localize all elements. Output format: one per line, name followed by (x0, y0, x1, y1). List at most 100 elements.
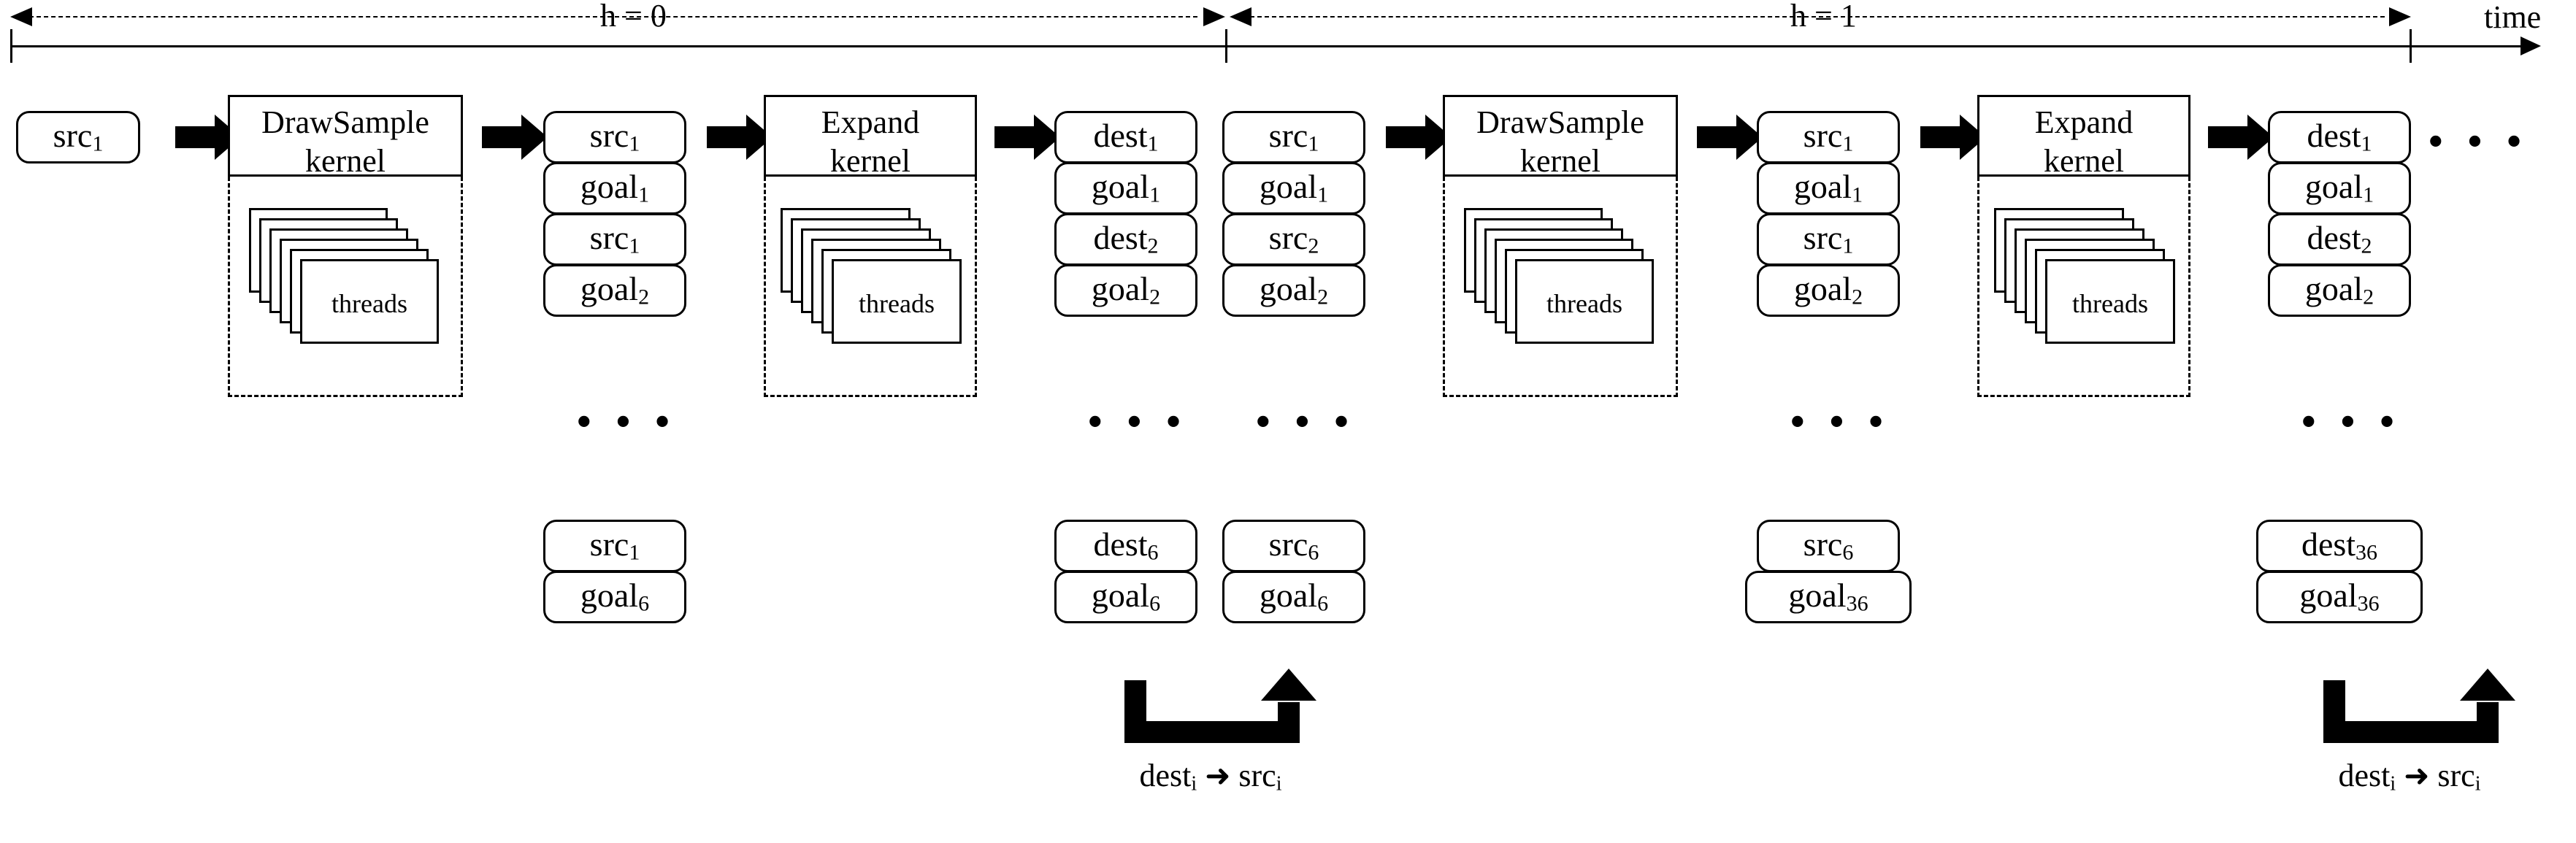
kernel-title-box: DrawSample kernel (1443, 95, 1678, 179)
threads-card-front: threads (300, 259, 439, 344)
kernel-threads-region: threads (764, 177, 977, 397)
node-text: goal (1091, 168, 1150, 205)
node-subscript: 2 (1147, 234, 1159, 258)
node-dest-36: dest36 (2256, 520, 2423, 572)
kernel-expand-h0: Expand kernel threads (764, 95, 977, 401)
feedback-to-text: src (1238, 758, 1276, 793)
feedback-to-subscript: i (2475, 772, 2481, 796)
node-src-1-last: src1 (543, 520, 686, 572)
node-text: goal (1259, 577, 1318, 614)
feedback-label-h1: desti ➜ srci (2256, 759, 2563, 801)
feedback-from-subscript: i (1191, 772, 1197, 796)
threads-label: threads (331, 289, 407, 318)
timeline-tick-h0-h1 (1225, 29, 1227, 63)
feedback-to-text: src (2437, 758, 2475, 793)
node-text: goal (1259, 270, 1318, 307)
node-text: goal (580, 270, 639, 307)
node-text: src (1803, 117, 1843, 154)
timeline-span-h0-right-arrow-icon (1203, 7, 1225, 26)
timeline-label-h1: h = 1 (1790, 0, 1857, 34)
node-text: goal (1788, 577, 1847, 614)
node-text: goal (2299, 577, 2358, 614)
feedback-from-text: dest (1139, 758, 1192, 793)
kernel-threads-region: threads (1443, 177, 1678, 397)
node-subscript: 2 (638, 285, 650, 309)
kernel-drawsample-h0: DrawSample kernel threads (228, 95, 463, 401)
node-text: goal (580, 577, 639, 614)
node-subscript: 2 (1852, 285, 1863, 309)
node-text: dest (2307, 117, 2361, 154)
stack-ellipsis: • • • (1256, 399, 1356, 444)
node-subscript: 6 (1149, 591, 1161, 616)
kernel-title-line2: kernel (2044, 143, 2124, 179)
node-src-6-h1: src6 (1222, 520, 1365, 572)
stack-ellipsis: • • • (2301, 399, 2401, 444)
timeline-span-h0-left-arrow-icon (10, 7, 32, 26)
kernel-title-line2: kernel (305, 143, 386, 179)
node-text: goal (1259, 168, 1318, 205)
kernel-title-line1: Expand (2034, 104, 2134, 140)
node-subscript: 1 (629, 234, 640, 258)
node-goal-6-h1: goal6 (1222, 571, 1365, 623)
node-goal-2-b: goal2 (1054, 264, 1197, 317)
node-subscript: 2 (2363, 285, 2374, 309)
kernel-title-line1: DrawSample (261, 104, 429, 140)
node-goal-2-h1d: goal2 (2268, 264, 2411, 317)
node-subscript: 1 (1147, 131, 1159, 156)
node-goal-36-b: goal36 (2256, 571, 2423, 623)
node-text: dest (1093, 117, 1148, 154)
node-subscript: 36 (2355, 540, 2378, 565)
node-text: goal (2304, 270, 2364, 307)
timeline-span-h0-line (29, 16, 1197, 18)
node-dest-6: dest6 (1054, 520, 1197, 572)
node-goal-1-b: goal1 (1054, 162, 1197, 215)
feedback-arrow-h1-icon (2323, 669, 2515, 743)
node-subscript: 1 (629, 540, 640, 565)
node-goal-36-a: goal36 (1745, 571, 1912, 623)
node-subscript: 1 (1842, 234, 1854, 258)
node-goal-1-h1: goal1 (1222, 162, 1365, 215)
threads-card-front: threads (2045, 259, 2175, 344)
node-subscript: 1 (2363, 182, 2374, 207)
kernel-title-line1: DrawSample (1476, 104, 1644, 140)
timeline-tick-start (10, 29, 12, 63)
kernel-title-line2: kernel (830, 143, 911, 179)
node-src-2-h1: src2 (1222, 213, 1365, 266)
node-text: dest (1093, 526, 1148, 563)
node-src-1-input: src1 (16, 111, 140, 163)
node-text: goal (2304, 168, 2364, 205)
feedback-to-subscript: i (1276, 772, 1282, 796)
node-dest-2-h1: dest2 (2268, 213, 2411, 266)
kernel-title-box: DrawSample kernel (228, 95, 463, 179)
timeline-span-h1-line (1250, 16, 2385, 18)
timeline-arrow-head-icon (2521, 36, 2541, 55)
node-subscript: 1 (1308, 131, 1319, 156)
node-subscript: 6 (638, 591, 650, 616)
node-goal-2-h1: goal2 (1222, 264, 1365, 317)
kernel-threads-region: threads (1977, 177, 2190, 397)
node-text: src (1803, 526, 1843, 563)
node-src-1-h1b: src1 (1757, 111, 1900, 163)
node-text: dest (2307, 219, 2361, 256)
node-text: goal (580, 168, 639, 205)
node-subscript: 1 (2361, 131, 2372, 156)
kernel-title-box: Expand kernel (1977, 95, 2190, 179)
node-subscript: 36 (2357, 591, 2380, 616)
node-subscript: 1 (638, 182, 650, 207)
node-src-6-h1b: src6 (1757, 520, 1900, 572)
kernel-title-line1: Expand (821, 104, 920, 140)
kernel-threads-region: threads (228, 177, 463, 397)
node-subscript: 1 (1842, 131, 1854, 156)
feedback-arrow-glyph-icon: ➜ (1205, 760, 1231, 793)
timeline-tick-h1-end (2410, 29, 2412, 63)
node-text: src (1268, 526, 1308, 563)
node-goal-6-b: goal6 (1054, 571, 1197, 623)
node-src-1-a: src1 (543, 111, 686, 163)
kernel-drawsample-h1: DrawSample kernel threads (1443, 95, 1678, 401)
node-goal-2-h1b: goal2 (1757, 264, 1900, 317)
node-dest-2-a: dest2 (1054, 213, 1197, 266)
node-text: goal (1091, 577, 1150, 614)
node-subscript: 6 (1317, 591, 1329, 616)
stack-ellipsis: • • • (1088, 399, 1188, 444)
